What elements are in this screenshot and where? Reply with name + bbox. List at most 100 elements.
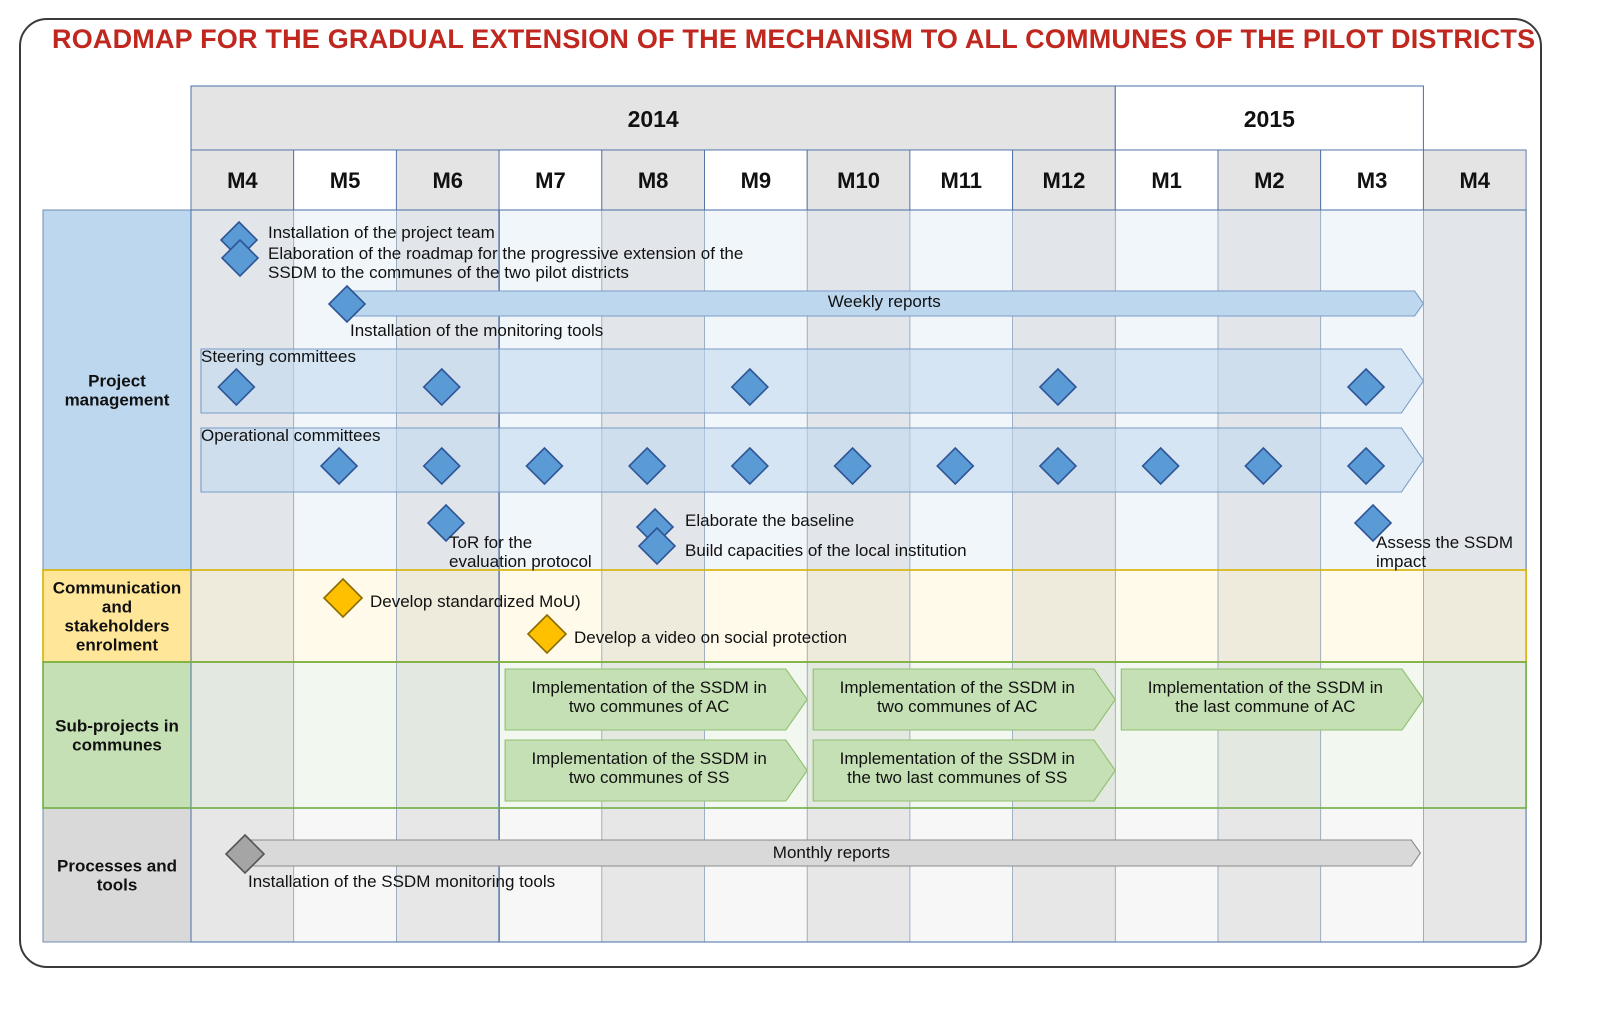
committee-label: Operational committees	[201, 426, 381, 445]
month-column-shade	[191, 210, 294, 942]
row-label: Sub-projects in	[55, 717, 179, 736]
row-label: Communication	[53, 579, 181, 598]
milestone-diamond	[730, 367, 769, 407]
committee-label: Steering committees	[201, 347, 356, 366]
month-label: M12	[1043, 168, 1086, 193]
milestone-label: ToR for the	[449, 533, 532, 552]
milestone-diamond	[327, 284, 367, 324]
month-label: M6	[432, 168, 463, 193]
month-header-cell	[190, 149, 295, 211]
row-label-cell-pm	[42, 209, 192, 571]
month-label: M2	[1254, 168, 1285, 193]
row-border-sub	[42, 661, 1527, 809]
milestone-label: Assess the SSDM	[1376, 533, 1513, 552]
committee-band	[200, 427, 1425, 493]
milestone-diamond	[426, 503, 466, 543]
timeline-bar	[812, 739, 1116, 802]
row-label: communes	[72, 736, 162, 755]
milestone-diamond	[1244, 446, 1283, 486]
milestone-diamond	[322, 577, 364, 619]
month-header-cell	[601, 149, 705, 211]
milestone-diamond	[1038, 367, 1078, 407]
milestone-label: evaluation protocol	[449, 552, 592, 571]
bar-label: the last commune of AC	[1175, 697, 1355, 716]
milestone-diamond	[730, 446, 769, 486]
milestone-diamond	[220, 238, 260, 278]
bar-label: Weekly reports	[828, 292, 941, 311]
month-header-cell	[498, 149, 603, 211]
row-label: management	[65, 391, 170, 410]
bar-label: Monthly reports	[773, 843, 890, 862]
bar-label: the two last communes of SS	[847, 768, 1067, 787]
month-header-cell	[1422, 149, 1527, 211]
milestone-diamond	[637, 526, 677, 566]
milestone-diamond	[525, 446, 564, 486]
month-label: M7	[535, 168, 566, 193]
row-label: stakeholders	[65, 617, 170, 636]
bar-label: Implementation of the SSDM in	[840, 749, 1075, 768]
row-label: Project	[88, 372, 146, 391]
month-header-cell	[1114, 149, 1219, 211]
bar-label: two communes of SS	[569, 768, 730, 787]
month-header-cell	[909, 149, 1014, 211]
milestone-diamond	[1141, 446, 1180, 486]
milestone-label: impact	[1376, 552, 1426, 571]
milestone-diamond	[224, 833, 266, 875]
milestone-label: Develop a video on social protection	[574, 628, 847, 647]
year-label: 2014	[628, 106, 679, 132]
month-label: M1	[1151, 168, 1182, 193]
month-column-shade	[807, 210, 910, 942]
milestone-diamond	[422, 446, 461, 486]
row-label: tools	[97, 876, 138, 895]
milestone-label: Installation of the SSDM monitoring tool…	[248, 872, 555, 891]
bar-label: two communes of AC	[569, 697, 730, 716]
month-column-shade	[1423, 210, 1527, 942]
milestone-diamond	[936, 446, 975, 486]
month-header-cell	[1320, 149, 1424, 211]
month-label: M11	[940, 168, 982, 193]
bar-label: Implementation of the SSDM in	[840, 678, 1075, 697]
month-label: M4	[227, 168, 258, 193]
milestone-label: Build capacities of the local institutio…	[685, 541, 967, 560]
month-label: M10	[837, 168, 880, 193]
month-label: M8	[638, 168, 669, 193]
row-label: enrolment	[76, 636, 159, 655]
month-label: M5	[330, 168, 361, 193]
milestone-label: Installation of the monitoring tools	[350, 321, 603, 340]
milestone-diamond	[1346, 367, 1386, 407]
month-header-cell	[1217, 149, 1322, 211]
month-column-shade	[1218, 210, 1321, 942]
month-column-shade	[1012, 210, 1116, 942]
bar-label: Implementation of the SSDM in	[532, 749, 767, 768]
bar-label: Implementation of the SSDM in	[532, 678, 767, 697]
timeline-bar	[504, 739, 808, 802]
row-label-cell-sub	[42, 661, 192, 809]
month-header-cell	[395, 149, 500, 211]
milestone-diamond	[319, 446, 359, 486]
row-band-comm	[191, 570, 1527, 662]
month-label: M4	[1459, 168, 1490, 193]
milestone-diamond	[526, 613, 568, 655]
month-label: M9	[741, 168, 772, 193]
milestone-diamond	[1353, 503, 1393, 543]
milestone-label: SSDM to the communes of the two pilot di…	[268, 263, 629, 282]
milestone-diamond	[833, 446, 872, 486]
month-column-shade	[396, 210, 500, 942]
row-label: and	[102, 598, 132, 617]
page-title: ROADMAP FOR THE GRADUAL EXTENSION OF THE…	[52, 24, 1536, 54]
milestone-diamond	[422, 367, 461, 407]
row-label: Processes and	[57, 857, 177, 876]
timeline-bar	[812, 668, 1116, 731]
row-band-proc	[191, 808, 1527, 942]
timeline-bar	[1120, 668, 1425, 731]
milestone-diamond	[1346, 446, 1386, 486]
year-header-2014	[190, 85, 1116, 151]
milestone-diamond	[1038, 446, 1078, 486]
milestone-diamond	[217, 367, 256, 407]
milestone-label: Installation of the project team	[268, 223, 495, 242]
timeline-bar	[504, 668, 808, 731]
month-column-shade	[601, 210, 705, 942]
month-header-cell	[806, 149, 911, 211]
bar-label: two communes of AC	[877, 697, 1038, 716]
